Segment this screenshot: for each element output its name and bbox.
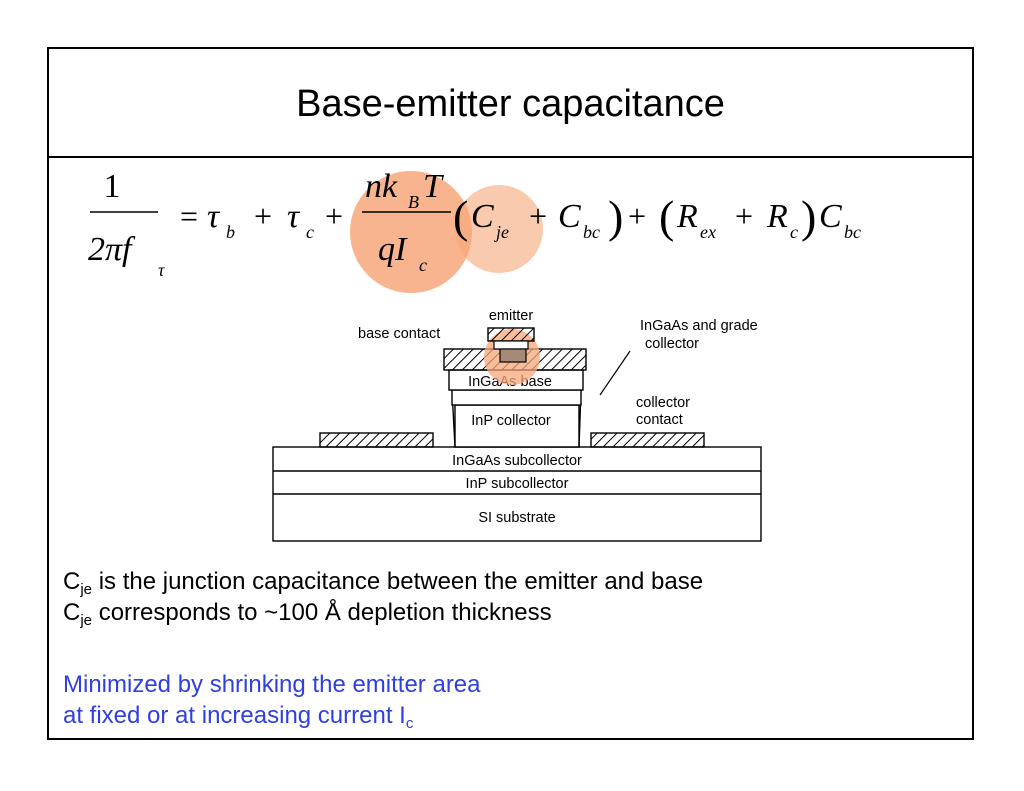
eq-plus-2: +: [325, 198, 343, 234]
eq-close-paren-1: ): [608, 191, 623, 242]
eq-tau-b: τ: [207, 198, 221, 235]
label-ingaas-grade-2: collector: [645, 336, 699, 352]
blue-note: Minimized by shrinking the emitter area …: [63, 669, 481, 731]
eq-lhs-numerator: 1: [104, 168, 121, 205]
eq-C-bc-1-sub: bc: [583, 222, 600, 242]
label-collector-contact-2: contact: [636, 412, 683, 428]
equation: 1 2πf τ = τ b + τ c + nk B T qI c ( C je…: [88, 168, 861, 280]
label-ingaas-grade-1: InGaAs and grade: [640, 318, 758, 334]
highlight-circle-small: [455, 185, 543, 273]
eq-C-je-sub: je: [494, 222, 509, 242]
collector-contact-left: [319, 432, 434, 448]
eq-open-paren-1: (: [453, 191, 468, 242]
eq-C-je: C: [471, 198, 494, 235]
slide-frame: Base-emitter capacitance: [47, 47, 974, 740]
eq-frac-den: qI: [378, 231, 408, 268]
eq-tau-c-sub: c: [306, 222, 314, 242]
eq-C-bc-1: C: [558, 198, 581, 235]
eq-lhs-sub: τ: [158, 260, 165, 280]
slide-title: Base-emitter capacitance: [296, 83, 725, 125]
eq-R-c: R: [766, 198, 788, 235]
eq-frac-num: nk: [365, 168, 398, 205]
blue-line-1: Minimized by shrinking the emitter area: [63, 671, 481, 698]
label-collector-contact-1: collector: [636, 395, 690, 411]
eq-C-bc-2: C: [819, 198, 842, 235]
label-inp-subcollector: InP subcollector: [466, 476, 569, 492]
eq-R-ex-sub: ex: [700, 222, 716, 242]
eq-plus-1: +: [254, 198, 272, 234]
eq-R-ex: R: [676, 198, 698, 235]
eq-lhs-denominator: 2πf: [88, 231, 136, 268]
eq-plus-4: +: [628, 198, 646, 234]
eq-frac-num-T: T: [423, 168, 444, 205]
eq-tau-c: τ: [287, 198, 301, 235]
grade-pointer-line: [599, 350, 631, 396]
eq-open-paren-2: (: [659, 191, 674, 242]
eq-plus-5: +: [735, 198, 753, 234]
label-si-substrate: SI substrate: [478, 510, 555, 526]
device-diagram: InGaAs subcollector InP subcollector SI …: [272, 308, 762, 542]
label-base-contact: base contact: [358, 326, 440, 342]
title-bar: Base-emitter capacitance: [49, 49, 972, 158]
body-text: Cje is the junction capacitance between …: [63, 566, 703, 628]
eq-equals: =: [180, 198, 198, 234]
emitter-junction: [499, 348, 527, 363]
emitter-contact: [487, 327, 535, 342]
label-emitter: emitter: [489, 308, 533, 324]
eq-close-paren-2: ): [801, 191, 816, 242]
eq-plus-3: +: [529, 198, 547, 234]
body-line-1: Cje is the junction capacitance between …: [63, 568, 704, 598]
highlight-circle-large: [350, 171, 472, 293]
collector-contact-right: [590, 432, 705, 448]
label-ingaas-subcollector: InGaAs subcollector: [452, 453, 582, 469]
emitter-cap: [493, 340, 529, 350]
grade-layer: [451, 389, 582, 406]
eq-tau-b-sub: b: [226, 222, 235, 242]
eq-C-bc-2-sub: bc: [844, 222, 861, 242]
eq-frac-num-sub: B: [408, 192, 419, 212]
blue-line-2: at fixed or at increasing current Ic: [63, 702, 414, 732]
label-inp-collector: InP collector: [471, 413, 551, 429]
eq-R-c-sub: c: [790, 222, 798, 242]
eq-frac-den-sub: c: [419, 255, 427, 275]
body-line-2: Cje corresponds to ~100 Å depletion thic…: [63, 599, 552, 629]
